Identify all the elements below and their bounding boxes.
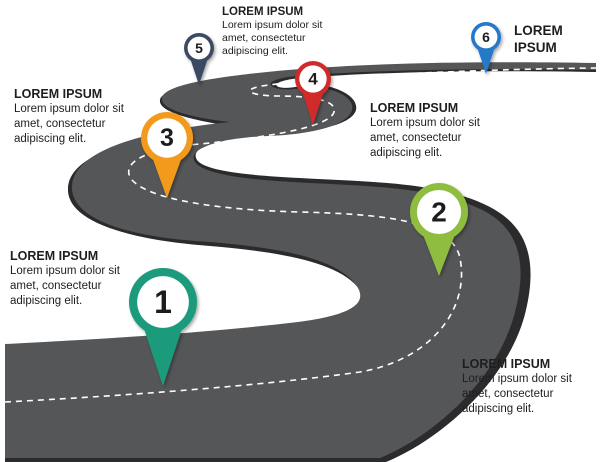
marker-3-number: 3 xyxy=(160,124,174,152)
markers-layer: 1 2 3 4 5 6 xyxy=(129,22,501,386)
marker-pin-5: 5 xyxy=(184,33,214,85)
marker-pin-3: 3 xyxy=(141,112,193,198)
step-6-heading-line-1: LOREM xyxy=(514,23,563,38)
step-5-line-3: adipiscing elit. xyxy=(222,45,288,57)
marker-4-face xyxy=(299,65,327,93)
marker-2-tail xyxy=(421,229,457,276)
marker-6-number: 6 xyxy=(482,29,490,45)
marker-3-face xyxy=(147,118,187,158)
step-3-heading: LOREM IPSUM xyxy=(14,87,103,101)
marker-1-number: 1 xyxy=(154,284,172,320)
marker-5-tail xyxy=(189,57,209,85)
step-2-text: LOREM IPSUM Lorem ipsum dolor sit amet, … xyxy=(462,357,572,417)
step-1-line-2: amet, consectetur xyxy=(10,280,102,292)
step-5-heading: LOREM IPSUM xyxy=(222,6,304,18)
road-surface xyxy=(5,62,596,459)
step-4-heading: LOREM IPSUM xyxy=(370,101,459,115)
step-4-line-2: amet, consectetur xyxy=(370,132,462,144)
step-2-line-2: amet, consectetur xyxy=(462,388,554,400)
marker-5-face xyxy=(187,36,211,60)
road-center-dash xyxy=(4,67,597,403)
marker-6-tail xyxy=(476,46,496,74)
step-2-heading: LOREM IPSUM xyxy=(462,357,551,371)
marker-6-face xyxy=(474,25,498,49)
marker-pin-4: 4 xyxy=(295,61,331,125)
step-4-line-3: adipiscing elit. xyxy=(370,147,443,159)
step-1-line-3: adipiscing elit. xyxy=(10,295,83,307)
marker-3-tail xyxy=(150,153,184,198)
marker-4-number: 4 xyxy=(308,70,318,89)
step-1-heading: LOREM IPSUM xyxy=(10,249,99,263)
marker-pin-2: 2 xyxy=(410,183,468,276)
step-1-line-1: Lorem ipsum dolor sit xyxy=(10,265,120,277)
step-2-line-1: Lorem ipsum dolor sit xyxy=(462,373,572,385)
marker-5-number: 5 xyxy=(195,40,203,56)
step-3-line-2: amet, consectetur xyxy=(14,118,106,130)
step-4-line-1: Lorem ipsum dolor sit xyxy=(370,117,480,129)
step-3-line-1: Lorem ipsum dolor sit xyxy=(14,103,124,115)
step-3-text: LOREM IPSUM Lorem ipsum dolor sit amet, … xyxy=(14,87,124,147)
marker-2-number: 2 xyxy=(431,197,447,228)
step-6-heading-line-2: IPSUM xyxy=(514,40,557,55)
step-5-line-2: amet, consectetur xyxy=(222,32,306,44)
step-2-line-3: adipiscing elit. xyxy=(462,403,535,415)
marker-1-tail xyxy=(141,322,185,386)
step-1-text: LOREM IPSUM Lorem ipsum dolor sit amet, … xyxy=(10,249,120,309)
step-3-line-3: adipiscing elit. xyxy=(14,133,87,145)
step-5-line-1: Lorem ipsum dolor sit xyxy=(222,19,323,31)
step-4-text: LOREM IPSUM Lorem ipsum dolor sit amet, … xyxy=(370,101,480,161)
step-5-text: LOREM IPSUM Lorem ipsum dolor sit amet, … xyxy=(222,6,322,58)
marker-2-face xyxy=(416,189,462,235)
marker-pin-1: 1 xyxy=(129,268,197,386)
marker-1-face xyxy=(137,276,189,328)
step-6-text: LOREM IPSUM xyxy=(514,22,563,56)
marker-4-tail xyxy=(301,89,325,125)
marker-pin-6: 6 xyxy=(471,22,501,74)
